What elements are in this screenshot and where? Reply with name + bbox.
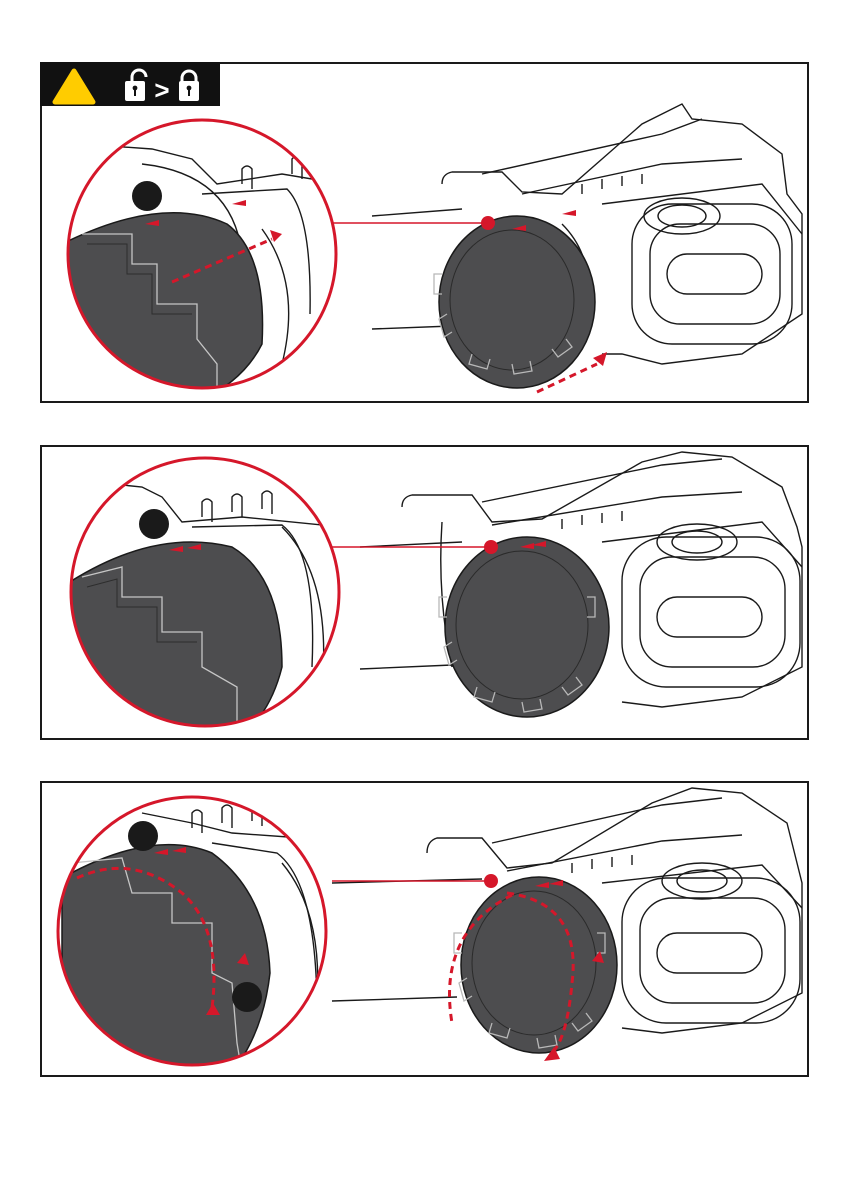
unlocked-padlock-icon	[125, 70, 146, 101]
zoom-callout-dot-2	[232, 982, 262, 1012]
step-2-panel	[40, 445, 809, 740]
cap-illustration	[454, 877, 617, 1053]
warning-header: >	[40, 62, 220, 106]
warning-triangle-icon	[55, 71, 93, 102]
zoom-inset	[52, 793, 342, 1077]
step-1-panel	[40, 62, 809, 403]
zoom-callout-dot	[139, 509, 169, 539]
zoom-callout-dot	[132, 181, 162, 211]
cap-illustration	[434, 216, 595, 388]
separator-glyph: >	[154, 75, 169, 105]
step-3-panel	[40, 781, 809, 1077]
zoom-inset	[62, 114, 352, 403]
locked-padlock-icon	[179, 71, 199, 101]
housing-alignment-mark	[562, 210, 576, 216]
zoom-callout-dot-1	[128, 821, 158, 851]
cap-illustration	[439, 537, 609, 717]
zoom-inset	[62, 452, 352, 740]
